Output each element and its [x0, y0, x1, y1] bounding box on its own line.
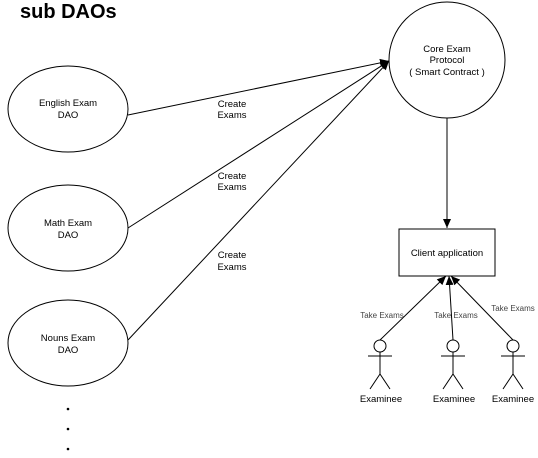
- client-application-label: Client application: [411, 248, 483, 259]
- edge-label-line-2: Exams: [217, 262, 246, 273]
- actor-label: Examinee: [433, 394, 475, 405]
- client-application-box[interactable]: [398, 228, 496, 277]
- actor-examinee-1[interactable]: Examinee: [360, 339, 402, 405]
- node-core-protocol[interactable]: Core Exam Protocol ( Smart Contract ): [388, 1, 506, 119]
- english-dao-ellipse[interactable]: [7, 65, 129, 153]
- math-dao-ellipse[interactable]: [7, 184, 129, 272]
- node-client-application[interactable]: Client application: [398, 228, 496, 277]
- actor-leg-right: [379, 373, 391, 390]
- edge-label-line-1: Create: [218, 99, 247, 110]
- math-dao-label-line-1: Math Exam: [44, 218, 92, 229]
- actor-leg-right: [512, 373, 524, 390]
- core-protocol-label-line-2: Protocol: [430, 55, 465, 66]
- ellipsis: . . .: [66, 407, 70, 451]
- edge-label-create-exams-3: Create Exams: [217, 250, 246, 273]
- node-english-dao[interactable]: English Exam DAO: [7, 65, 129, 153]
- actor-examinee-2[interactable]: Examinee: [433, 339, 475, 405]
- english-dao-label-line-2: DAO: [58, 110, 79, 121]
- edge-label-take-exams-3: Take Exams: [491, 304, 535, 313]
- edge-english-to-core[interactable]: [127, 58, 390, 116]
- ellipsis-dot: [66, 427, 70, 431]
- edge-label-take-exams-1: Take Exams: [360, 311, 404, 320]
- ellipsis-dot: [66, 407, 70, 411]
- ellipsis-dot: [66, 447, 70, 451]
- actor-examinee-3[interactable]: Examinee: [492, 339, 534, 405]
- nouns-dao-label-line-1: Nouns Exam: [41, 333, 95, 344]
- edge-label-take-exams-2: Take Exams: [434, 311, 478, 320]
- core-protocol-label-line-3: ( Smart Contract ): [409, 67, 485, 78]
- edge-math-to-core[interactable]: [127, 60, 390, 229]
- edge-label-create-exams-2: Create Exams: [217, 171, 246, 193]
- edge-label-line-2: Exams: [217, 110, 246, 121]
- english-dao-label-line-1: English Exam: [39, 98, 97, 109]
- actor-label: Examinee: [492, 394, 534, 405]
- math-dao-label-line-2: DAO: [58, 230, 79, 241]
- edge-examinee1-to-client[interactable]: [379, 275, 447, 341]
- edge-nouns-to-core[interactable]: [127, 60, 390, 341]
- edge-examinee3-to-client[interactable]: [450, 275, 514, 341]
- actor-head: [506, 339, 520, 353]
- actor-leg-right: [452, 373, 464, 390]
- edge-label-line-1: Create: [218, 171, 247, 182]
- nouns-dao-label-line-2: DAO: [58, 345, 79, 356]
- actor-label: Examinee: [360, 394, 402, 405]
- edge-label-create-exams-1: Create Exams: [217, 99, 246, 121]
- node-math-dao[interactable]: Math Exam DAO: [7, 184, 129, 272]
- nouns-dao-ellipse[interactable]: [7, 299, 129, 387]
- actor-leg-left: [369, 373, 381, 390]
- core-protocol-label-line-1: Core Exam: [423, 44, 471, 55]
- edge-label-line-1: Create: [218, 250, 247, 261]
- actor-head: [446, 339, 460, 353]
- core-protocol-circle[interactable]: [388, 1, 506, 119]
- diagram-title: sub DAOs: [20, 1, 117, 23]
- node-nouns-dao[interactable]: Nouns Exam DAO: [7, 299, 129, 387]
- actor-leg-left: [442, 373, 454, 390]
- edge-examinee2-to-client[interactable]: [445, 275, 454, 341]
- edge-label-line-2: Exams: [217, 182, 246, 193]
- actor-head: [373, 339, 387, 353]
- actor-leg-left: [502, 373, 514, 390]
